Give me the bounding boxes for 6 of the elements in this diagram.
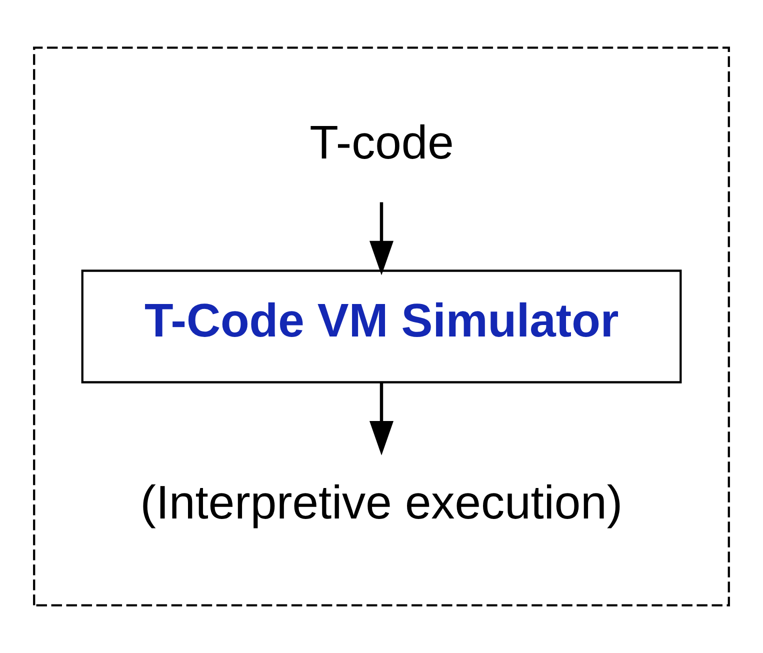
node-text: (Interpretive execution) — [140, 476, 623, 529]
node-text: T-code — [310, 115, 454, 168]
arrow — [369, 382, 394, 456]
arrow — [369, 202, 394, 276]
cluster — [33, 46, 730, 606]
node-box: T-Code VM Simulator — [81, 270, 682, 384]
